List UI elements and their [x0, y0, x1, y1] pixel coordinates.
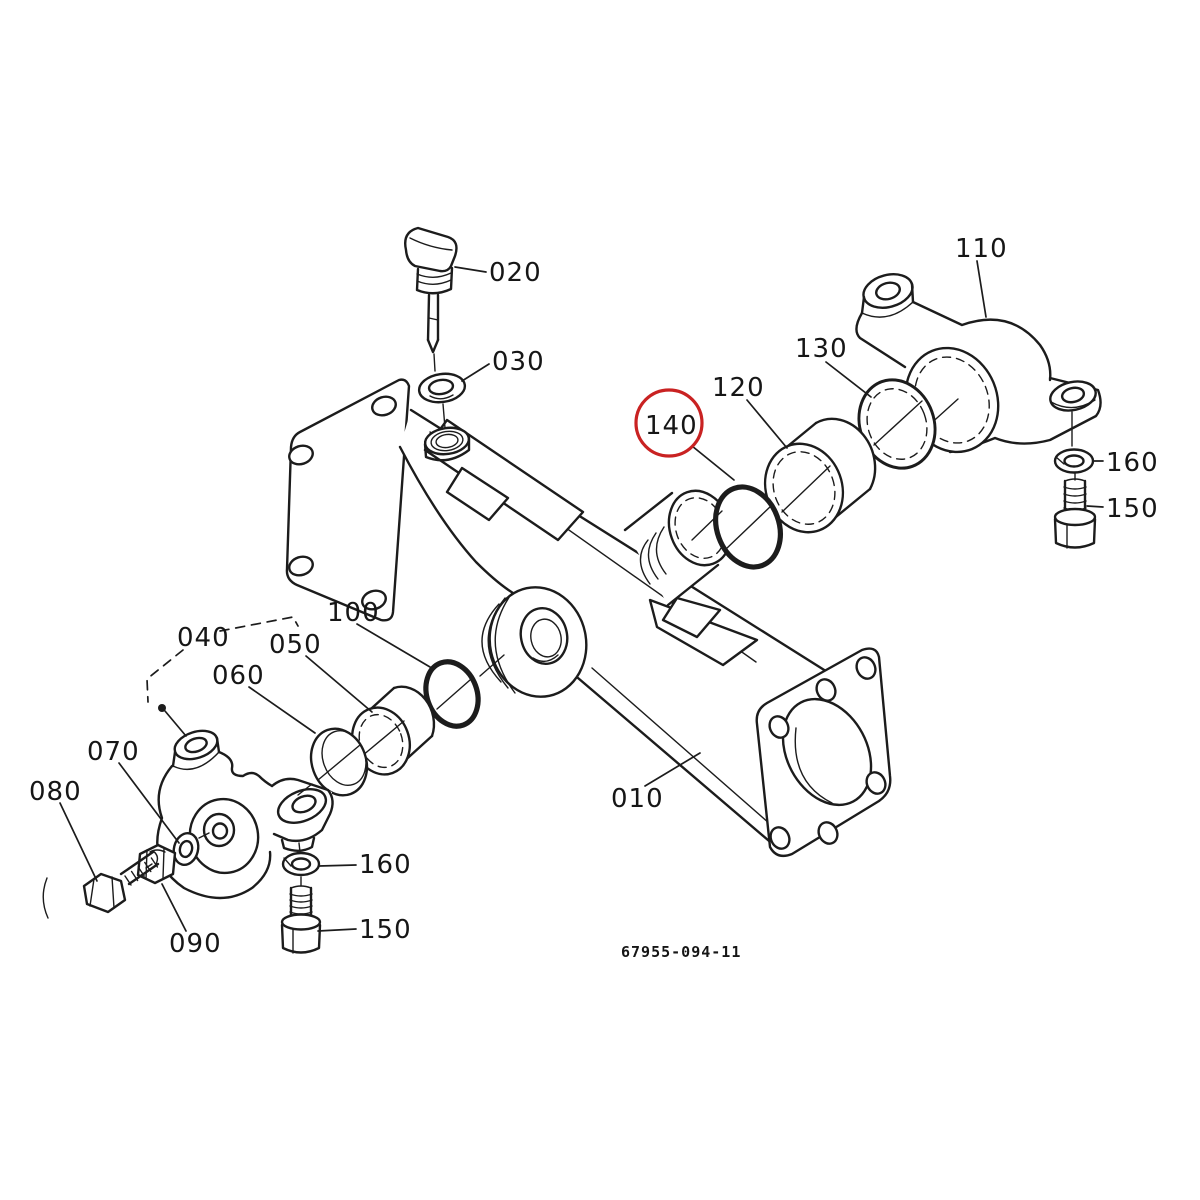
leader-110: [976, 260, 987, 318]
leader-040-dashed-a: [219, 616, 299, 632]
part-label-090[interactable]: 090: [169, 929, 222, 959]
part-label-030[interactable]: 030: [492, 347, 545, 377]
part-label-160-lower[interactable]: 160: [359, 850, 412, 880]
part-150-bolt-upper: [1053, 478, 1097, 549]
part-150-bolt-lower: [280, 885, 322, 954]
filler-boss: [423, 418, 585, 542]
part-label-150-lower[interactable]: 150: [359, 915, 412, 945]
highlight-circle-140: [634, 388, 704, 458]
part-label-160-upper[interactable]: 160: [1106, 448, 1159, 478]
part-label-050[interactable]: 050: [269, 630, 322, 660]
leader-010: [644, 752, 701, 787]
leader-040-dashed-b: [146, 649, 184, 703]
leader-120: [746, 399, 788, 449]
scan-artifact-mark: [42, 877, 49, 919]
leader-050: [305, 655, 373, 713]
part-060-thrust-collar: [309, 727, 369, 797]
filler-neck: [423, 426, 471, 462]
part-label-070[interactable]: 070: [87, 737, 140, 767]
leader-090: [161, 883, 187, 932]
part-label-150-upper[interactable]: 150: [1106, 494, 1159, 524]
axle-right-flange: [755, 647, 892, 858]
callout-labels: 010 020 030 040 050 060 070 080 090 100 …: [29, 234, 1159, 959]
leader-130: [825, 361, 872, 398]
part-label-060[interactable]: 060: [212, 661, 265, 691]
part-label-010[interactable]: 010: [611, 784, 664, 814]
center-pivot-boss: [481, 586, 588, 698]
part-label-120[interactable]: 120: [712, 373, 765, 403]
leader-070: [118, 762, 180, 844]
part-140-o-ring: [713, 484, 783, 570]
leader-040-tail: [164, 710, 187, 737]
leader-150-upper: [1086, 505, 1104, 508]
leader-080: [59, 802, 98, 882]
leader-040-dot: [158, 704, 166, 712]
part-label-140[interactable]: 140: [645, 411, 698, 441]
drawing-number: 67955-094-11: [621, 943, 741, 961]
part-label-080[interactable]: 080: [29, 777, 82, 807]
part-label-040[interactable]: 040: [177, 623, 230, 653]
part-040-knuckle-bracket: [156, 729, 334, 900]
part-160-lock-washer-lower: [281, 842, 321, 887]
callout-leader-lines: [59, 260, 1104, 932]
leader-060: [248, 686, 316, 734]
part-120-bushing: [763, 417, 877, 534]
leader-100: [356, 623, 431, 668]
leader-030: [461, 363, 490, 382]
upper-rib-boss: [648, 596, 759, 667]
leader-160-lower: [318, 864, 357, 867]
part-070-washer: [172, 832, 200, 866]
part-100-o-ring: [423, 659, 481, 729]
axle-left-flange: [285, 378, 411, 622]
leader-140: [691, 445, 735, 481]
part-020-dipstick: [404, 226, 458, 372]
part-label-100[interactable]: 100: [327, 598, 380, 628]
assembly-axis-lines: [297, 510, 723, 796]
part-label-110[interactable]: 110: [955, 234, 1008, 264]
part-label-020[interactable]: 020: [489, 258, 542, 288]
part-160-lock-washer-upper: [1053, 448, 1095, 474]
part-label-130[interactable]: 130: [795, 334, 848, 364]
leader-020: [454, 266, 487, 273]
part-080-hex-bolt: [82, 832, 210, 914]
part-030-seal-washer: [417, 372, 467, 429]
leader-150-lower: [317, 928, 357, 932]
part-010-axle-case: [285, 378, 892, 858]
